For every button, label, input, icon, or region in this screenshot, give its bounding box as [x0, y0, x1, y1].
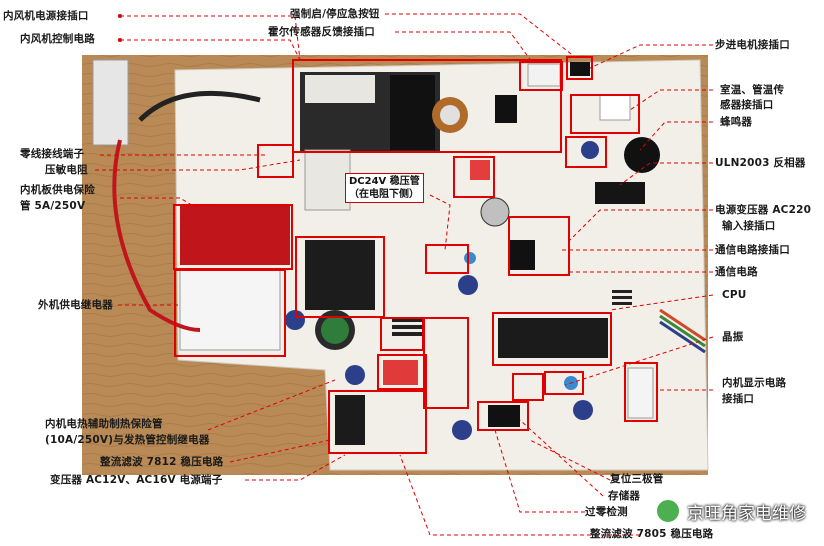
label-heater-2: (10A/250V)与发热管控制继电器	[45, 434, 210, 446]
label-fan-control: 内风机控制电路	[20, 33, 95, 45]
label-dc24v: DC24V 稳压管 （在电阻下侧）	[345, 173, 424, 203]
label-outdoor-relay: 外机供电继电器	[38, 299, 113, 311]
label-neutral: 零线接线端子	[20, 148, 85, 160]
label-cpu: CPU	[722, 289, 747, 301]
label-crystal: 晶振	[722, 331, 744, 343]
label-temp-sensor-1: 室温、管温传	[720, 84, 785, 96]
wechat-logo-icon	[655, 498, 681, 524]
label-comm-port: 通信电路接插口	[715, 244, 790, 256]
label-dc24v-line2: （在电阻下侧）	[349, 189, 419, 200]
label-dc24v-line1: DC24V 稳压管	[349, 176, 420, 187]
label-temp-sensor-2: 感器接插口	[720, 99, 774, 111]
label-varistor: 压敏电阻	[45, 164, 88, 176]
label-heater-1: 内机电热辅助制热保险管	[45, 418, 163, 430]
label-fan-power: 内风机电源接插口	[3, 10, 89, 22]
label-display-1: 内机显示电路	[722, 377, 787, 389]
label-fuse-1: 内机板供电保险	[20, 184, 95, 196]
label-hall-feedback: 霍尔传感器反馈接插口	[268, 26, 375, 38]
label-comm-circuit: 通信电路	[715, 266, 758, 278]
label-stepper: 步进电机接插口	[715, 39, 790, 51]
label-reg7805: 整流滤波 7805 稳压电路	[590, 528, 714, 540]
label-transformer-1: 电源变压器 AC220	[715, 204, 812, 216]
label-zero-cross: 过零检测	[585, 506, 628, 518]
label-force-button: 强制启/停应急按钮	[290, 8, 380, 20]
label-display-2: 接插口	[722, 393, 755, 405]
watermark: 京旺角家电维修	[655, 498, 806, 524]
label-memory: 存储器	[608, 490, 641, 502]
label-reg7812: 整流滤波 7812 稳压电路	[100, 456, 224, 468]
watermark-text: 京旺角家电维修	[687, 503, 806, 524]
label-buzzer: 蜂鸣器	[720, 116, 753, 128]
label-fuse-2: 管 5A/250V	[20, 200, 86, 212]
label-transformer-2: 输入接插口	[722, 220, 776, 232]
label-transformer-out: 变压器 AC12V、AC16V 电源端子	[50, 474, 223, 486]
label-reset: 复位三极管	[610, 473, 664, 485]
label-uln2003: ULN2003 反相器	[715, 157, 806, 169]
